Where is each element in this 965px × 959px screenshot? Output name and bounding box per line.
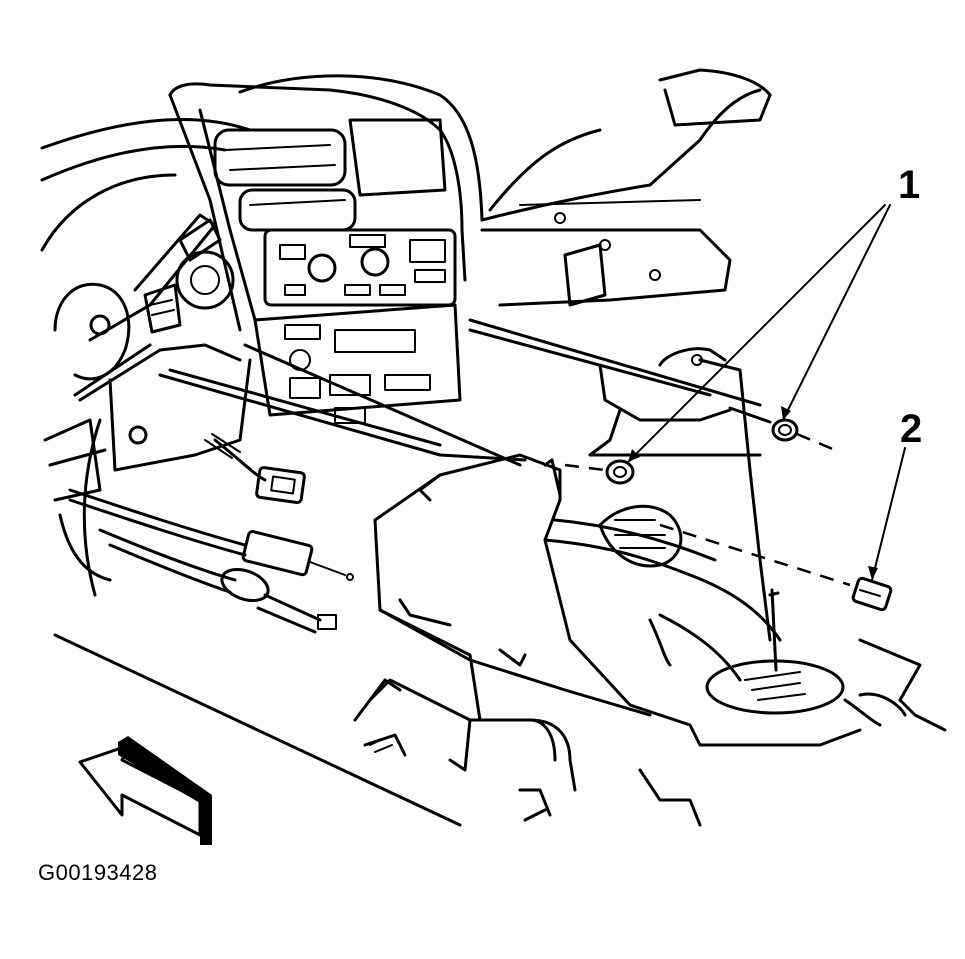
shifter — [705, 588, 947, 732]
install-line-nut-upper — [796, 432, 836, 452]
callout-leaders — [627, 204, 906, 581]
center-console — [373, 347, 862, 747]
floor-panel — [53, 633, 702, 827]
install-line-bolt — [659, 523, 851, 587]
nut-center — [605, 459, 635, 485]
front-of-vehicle-arrow — [78, 736, 212, 845]
lower-dash-left — [43, 358, 252, 597]
steering-column — [53, 213, 242, 402]
callout-label-2: 2 — [900, 407, 922, 451]
dashboard-outline — [40, 68, 772, 307]
radio-control-head — [263, 228, 457, 307]
switch-panel — [253, 303, 462, 424]
trim-lines — [158, 318, 762, 467]
install-line-nut-center — [564, 463, 606, 472]
nut-upper — [771, 418, 799, 442]
stud-upper — [728, 406, 772, 424]
bolt — [851, 576, 893, 612]
figure-id: G00193428 — [38, 860, 158, 885]
center-stack-bezel — [168, 82, 467, 332]
wire-harness — [68, 433, 354, 634]
callout-label-1: 1 — [898, 163, 920, 207]
